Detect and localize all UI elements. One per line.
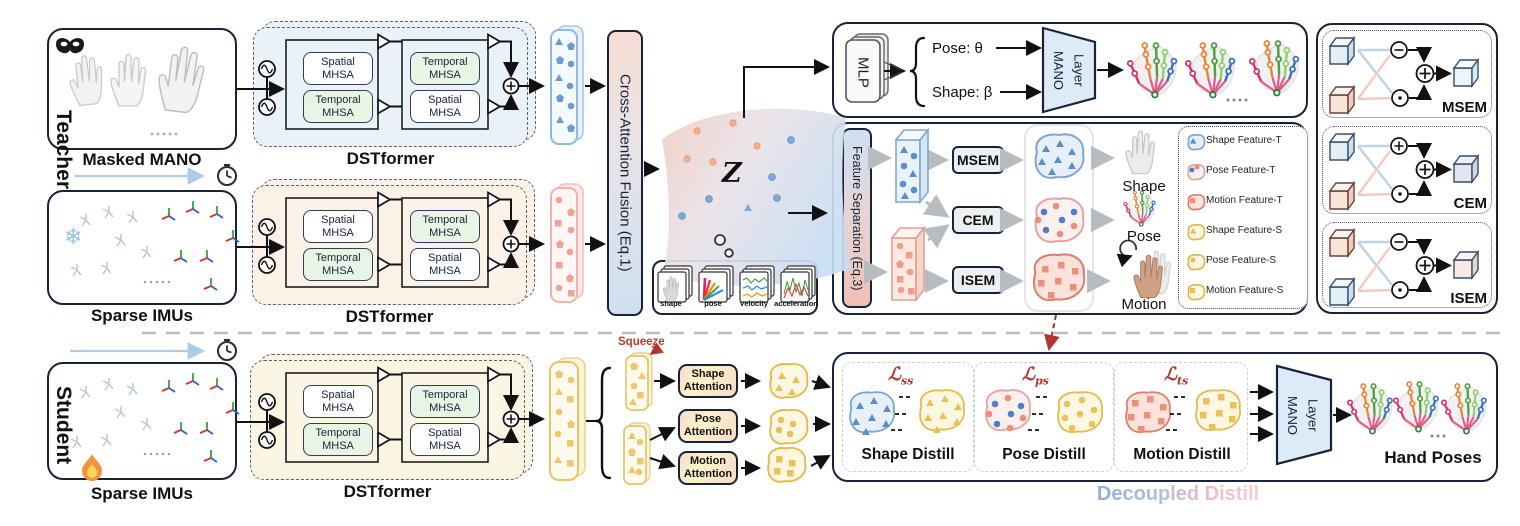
sparse-imus-student-box (47, 362, 237, 480)
student-shape-blob (769, 362, 809, 399)
cross-attention-fusion-box: Cross-Attention Fusion (Eq.1) (607, 30, 643, 316)
fusion-label: Cross-Attention Fusion (Eq.1) (616, 74, 634, 272)
cem-label: CEM (962, 212, 994, 228)
dstformer-student-box (250, 360, 525, 480)
shape-attention-label: Shape Attention (683, 368, 733, 393)
sparse-imus-teacher-label: Sparse IMUs (47, 306, 237, 326)
clock-icon (217, 164, 237, 186)
label-text: Sparse IMUs (90, 306, 194, 325)
mhsa-label: Spatial MHSA (321, 389, 355, 414)
label-text: DSTformer (343, 482, 432, 501)
squeezed-tokens-1 (625, 352, 653, 411)
shape-attention-box: Shape Attention (678, 364, 738, 398)
clock-icon (217, 339, 237, 361)
squeeze-pointer (649, 342, 664, 355)
mhsa-spatial-4: Spatial MHSA (410, 248, 480, 281)
feature-separation-box: Feature Separation (Eq.3) (842, 128, 872, 308)
decoupled-text: Decoupled Distill (1096, 483, 1260, 505)
teacher-feature-groups-box (1024, 124, 1094, 312)
label-text: DSTformer (346, 149, 435, 168)
label-text: Sparse IMUs (90, 484, 194, 503)
squeezed-tokens-2 (623, 422, 651, 485)
dstformer-imu-label: DSTformer (252, 307, 527, 327)
mhsa-temporal-6: Temporal MHSA (410, 385, 480, 418)
mhsa-label: Temporal MHSA (315, 252, 361, 277)
cem-detail-box (1322, 126, 1492, 214)
dstformer-student-label: DSTformer (250, 482, 525, 502)
mhsa-temporal-1: Temporal MHSA (303, 90, 373, 123)
dstformer-imu-box (252, 185, 527, 305)
msem-label: MSEM (957, 152, 999, 168)
mhsa-label: Spatial MHSA (428, 427, 462, 452)
z-text: Z (722, 158, 742, 189)
sparse-imus-student-label: Sparse IMUs (47, 484, 237, 504)
arrow (649, 453, 676, 470)
arrow (743, 59, 830, 118)
pose-distill-box (974, 362, 1114, 472)
student-pose-blob (769, 408, 809, 445)
feature-legend-box (1178, 126, 1308, 309)
mhsa-spatial-3: Spatial MHSA (303, 210, 373, 243)
mhsa-label: Temporal MHSA (315, 427, 361, 452)
teacher-mano-tokens (550, 25, 584, 145)
sem-detail-column-box (1316, 23, 1498, 314)
mhsa-temporal-4: Temporal MHSA (410, 210, 480, 243)
mhsa-spatial-1: Spatial MHSA (303, 52, 373, 85)
mhsa-label: Spatial MHSA (321, 214, 355, 239)
label-text: DSTformer (345, 307, 434, 326)
isem-label: ISEM (960, 272, 996, 288)
mhsa-spatial-5: Spatial MHSA (303, 385, 373, 418)
student-tokens (549, 357, 586, 481)
mhsa-temporal-2: Temporal MHSA (410, 52, 480, 85)
motion-distill-box (1114, 362, 1248, 472)
decoupled-distill-box (832, 352, 1498, 482)
msem-module: MSEM (952, 146, 1004, 174)
msem-detail-box (1322, 30, 1492, 118)
sparse-imus-teacher-box (47, 190, 237, 305)
mhsa-label: Spatial MHSA (428, 252, 462, 277)
masked-mano-label: Masked MANO (47, 150, 237, 170)
modality-cards-box (652, 260, 818, 315)
isem-module: ISEM (952, 266, 1004, 294)
arrow (810, 455, 831, 470)
mhsa-label: Temporal MHSA (422, 214, 468, 239)
mhsa-label: Temporal MHSA (422, 56, 468, 81)
isem-detail-box (1322, 222, 1492, 308)
arrow (811, 374, 831, 390)
squeeze-label: Squeeze (618, 336, 670, 348)
motion-attention-label: Motion Attention (683, 455, 733, 480)
mhsa-spatial-2: Spatial MHSA (410, 90, 480, 123)
pose-attention-label: Pose Attention (683, 413, 733, 438)
student-motion-blob (767, 446, 807, 483)
dstformer-mano-label: DSTformer (253, 149, 528, 169)
masked-mano-box (47, 28, 237, 150)
teacher-to-distill-arrow (1043, 314, 1060, 351)
squeeze-text: Squeeze (618, 336, 665, 348)
mhsa-label: Temporal MHSA (315, 94, 361, 119)
cem-module: CEM (952, 206, 1004, 234)
arrow (649, 427, 676, 442)
mhsa-label: Spatial MHSA (428, 94, 462, 119)
label-text: Masked MANO (82, 150, 202, 169)
mhsa-label: Spatial MHSA (321, 56, 355, 81)
motion-attention-box: Motion Attention (678, 451, 738, 485)
dstformer-mano-box (253, 27, 528, 147)
mhsa-temporal-5: Temporal MHSA (303, 423, 373, 456)
mano-head-box (832, 22, 1308, 118)
mhsa-temporal-3: Temporal MHSA (303, 248, 373, 281)
feature-separation-label: Feature Separation (Eq.3) (850, 145, 864, 291)
student-split-brace (595, 366, 612, 480)
mhsa-label: Temporal MHSA (422, 389, 468, 414)
shape-distill-box (842, 362, 974, 472)
pose-attention-box: Pose Attention (678, 409, 738, 443)
latent-z-label: Z (722, 158, 758, 190)
mhsa-spatial-6: Spatial MHSA (410, 423, 480, 456)
decoupled-distill-label: Decoupled Distill (1078, 483, 1278, 506)
teacher-imu-tokens (550, 183, 584, 303)
